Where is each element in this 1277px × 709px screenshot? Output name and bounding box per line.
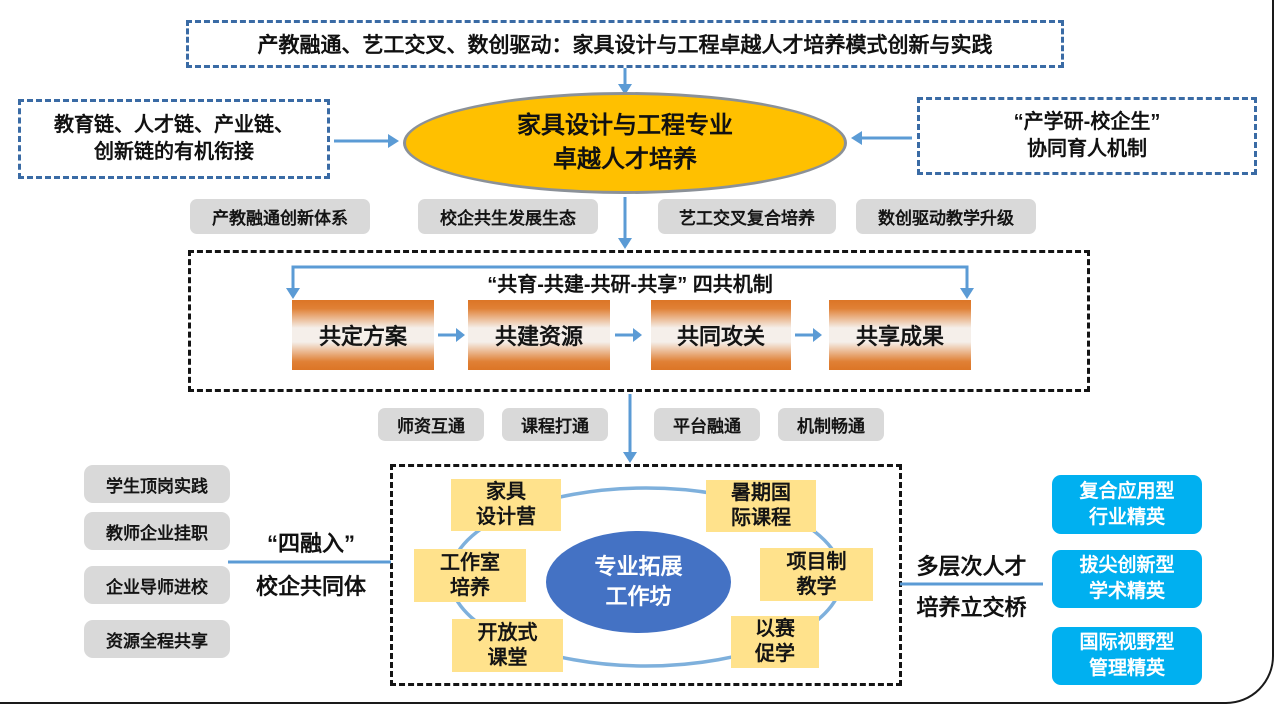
main-ellipse: 家具设计与工程专业 卓越人才培养 (403, 92, 847, 194)
chain-line1: 教育链、人才链、产业链、 (54, 114, 294, 136)
workshop-box (390, 464, 902, 686)
step-3: 共同攻关 (651, 300, 791, 370)
node-studio-training: 工作室 培养 (414, 549, 526, 602)
integration-label-bottom: 校企共同体 (232, 570, 390, 600)
integration-label-bottom-text: 校企共同体 (255, 574, 366, 599)
arrowhead-title (618, 84, 632, 95)
link-4: 机制畅通 (778, 408, 884, 441)
talent-bridge-top-text: 多层次人才 (916, 554, 1027, 579)
workshop-center-ellipse: 专业拓展 工作坊 (546, 531, 731, 633)
step-1-label: 共定方案 (318, 324, 407, 349)
integration-4-label: 资源全程共享 (106, 631, 208, 651)
integration-3-label: 企业导师进校 (106, 577, 208, 597)
outcome-3-line1: 国际视野型 (1079, 632, 1175, 654)
pillar-4-label: 数创驱动教学升级 (878, 209, 1014, 228)
main-ellipse-line2: 卓越人才培养 (553, 146, 697, 173)
arrowhead-right (851, 131, 862, 145)
node-competition-learning: 以赛 促学 (731, 616, 819, 668)
pillar-1-label: 产教融通创新体系 (212, 209, 348, 228)
pillar-2: 校企共生发展生态 (418, 199, 598, 234)
node-3-line2: 培养 (450, 576, 490, 599)
step-1: 共定方案 (292, 300, 434, 370)
workshop-center-line2: 工作坊 (605, 584, 672, 609)
outcome-2-line1: 拔尖创新型 (1079, 555, 1175, 577)
node-4-line1: 项目制 (786, 550, 847, 573)
outcome-1-line2: 行业精英 (1088, 506, 1165, 528)
integration-label-top: “四融入” (232, 527, 390, 557)
outcome-2-line2: 学术精英 (1088, 581, 1165, 602)
link-4-label: 机制畅通 (797, 417, 865, 436)
four-mechanism-title: “共育-共建-共研-共享” 四共机制 (288, 268, 972, 296)
pillar-3: 艺工交叉复合培养 (658, 199, 836, 234)
four-mechanism-box (188, 250, 1090, 392)
mechanism-box: “产学研-校企生” 协同育人机制 (917, 97, 1257, 175)
integration-1-label: 学生顶岗实践 (106, 476, 208, 496)
arrowhead-step3 (813, 328, 822, 342)
outcome-academic-elite: 拔尖创新型 学术精英 (1052, 550, 1202, 608)
link-2: 课程打通 (502, 408, 608, 441)
pillar-2-label: 校企共生发展生态 (440, 209, 576, 228)
link-1-label: 师资互通 (397, 417, 465, 436)
node-4-line2: 教学 (796, 575, 837, 598)
node-6-line2: 促学 (755, 643, 795, 665)
node-3-line1: 工作室 (440, 551, 500, 574)
integration-2: 教师企业挂职 (84, 512, 230, 550)
arrowhead-workshop (623, 452, 637, 463)
link-3: 平台融通 (654, 408, 760, 441)
integration-3: 企业导师进校 (84, 566, 230, 604)
bracket-four-mechanism (291, 265, 969, 294)
step-4: 共享成果 (829, 300, 971, 370)
step-3-label: 共同攻关 (676, 324, 765, 349)
four-mechanism-title-text: “共育-共建-共研-共享” 四共机制 (487, 273, 773, 296)
outcome-industry-elite: 复合应用型 行业精英 (1052, 475, 1202, 534)
node-1-line1: 家具 (486, 481, 526, 503)
node-2-line2: 际课程 (731, 507, 791, 529)
chain-box: 教育链、人才链、产业链、 创新链的有机衔接 (18, 99, 330, 179)
chain-line2: 创新链的有机衔接 (94, 141, 254, 163)
talent-bridge-label-top: 多层次人才 (900, 550, 1043, 580)
pillar-1: 产教融通创新体系 (190, 199, 370, 234)
node-5-line1: 开放式 (477, 621, 538, 644)
outcome-3-line2: 管理精英 (1088, 658, 1165, 679)
integration-4: 资源全程共享 (84, 620, 230, 658)
arrowhead-bracket-r (960, 288, 974, 299)
main-ellipse-line1: 家具设计与工程专业 (517, 112, 733, 140)
node-6-line1: 以赛 (755, 618, 795, 640)
mechanism-line1: “产学研-校企生” (1013, 111, 1161, 133)
pillar-3-label: 艺工交叉复合培养 (679, 209, 815, 228)
integration-1: 学生顶岗实践 (84, 465, 230, 503)
outcome-1-line1: 复合应用型 (1079, 480, 1175, 502)
workshop-center-line1: 专业拓展 (594, 554, 683, 580)
mechanism-line2: 协同育人机制 (1027, 138, 1147, 160)
arrowhead-step1 (456, 328, 465, 342)
arrowhead-step2 (633, 328, 642, 342)
integration-label-top-text: “四融入” (266, 531, 355, 556)
node-summer-course: 暑期国 际课程 (706, 480, 816, 532)
node-project-teaching: 项目制 教学 (760, 548, 873, 601)
talent-bridge-label-bottom: 培养立交桥 (900, 591, 1043, 621)
node-5-line2: 课堂 (487, 646, 528, 669)
pillar-4: 数创驱动教学升级 (856, 199, 1036, 234)
step-2-label: 共建资源 (494, 324, 583, 349)
link-3-label: 平台融通 (673, 417, 741, 436)
outcome-management-elite: 国际视野型 管理精英 (1052, 627, 1202, 685)
link-1: 师资互通 (378, 408, 484, 441)
link-2-label: 课程打通 (521, 417, 589, 436)
node-1-line2: 设计营 (476, 506, 536, 528)
arrowhead-ellipse-down (618, 238, 632, 249)
step-4-label: 共享成果 (855, 324, 944, 349)
node-2-line1: 暑期国 (731, 482, 791, 504)
node-open-classroom: 开放式 课堂 (452, 619, 563, 672)
title-box: 产教融通、艺工交叉、数创驱动：家具设计与工程卓越人才培养模式创新与实践 (186, 20, 1064, 68)
step-2: 共建资源 (468, 300, 610, 370)
node-furniture-camp: 家具 设计营 (451, 479, 561, 531)
arrowhead-left (388, 134, 399, 148)
integration-2-label: 教师企业挂职 (106, 523, 208, 543)
talent-bridge-bottom-text: 培养立交桥 (916, 595, 1027, 620)
title-text: 产教融通、艺工交叉、数创驱动：家具设计与工程卓越人才培养模式创新与实践 (257, 34, 993, 57)
arrowhead-bracket-l (286, 288, 300, 299)
